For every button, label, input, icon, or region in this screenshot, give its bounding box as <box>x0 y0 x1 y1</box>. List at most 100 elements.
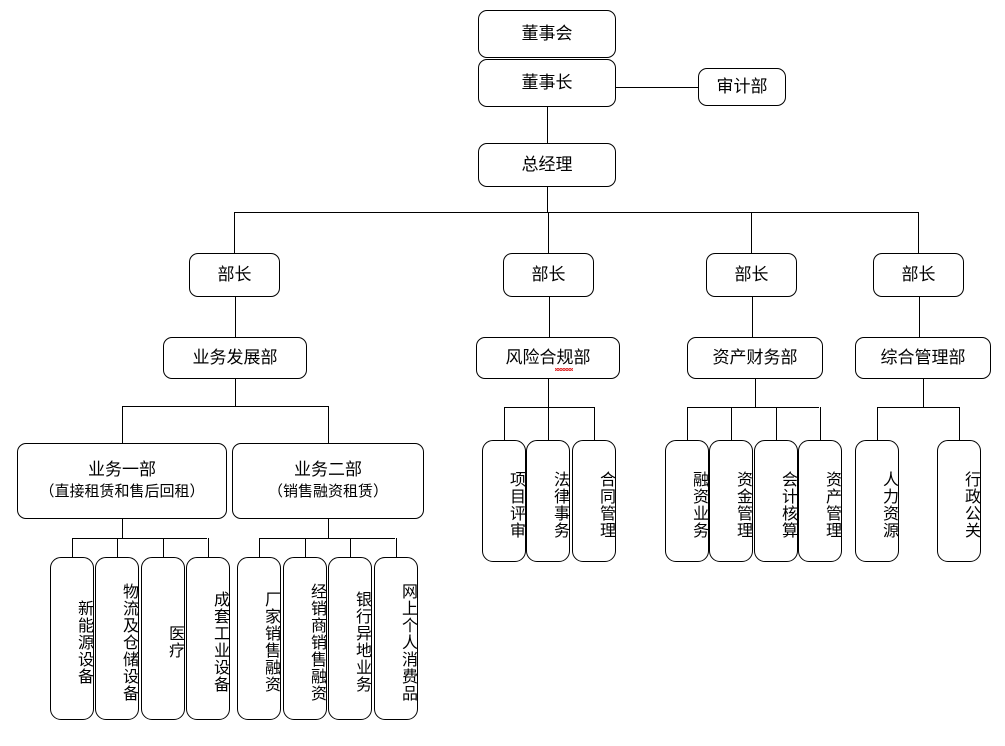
node-leaf-label: 项目评审 <box>507 470 524 539</box>
node-board-of-directors-label: 董事会 <box>521 24 573 44</box>
node-department-head-label: 部长 <box>901 265 936 285</box>
node-leaf-0-0[interactable]: 新能源设备 <box>50 557 94 720</box>
connector-vertical <box>548 212 549 253</box>
node-department-label: 业务发展部 <box>192 348 278 368</box>
connector-horizontal <box>234 212 918 213</box>
connector-vertical <box>548 407 549 440</box>
node-leaf-label: 资产管理 <box>823 470 840 539</box>
connector-vertical <box>918 297 920 337</box>
node-general-manager[interactable]: 总经理 <box>478 143 616 187</box>
connector-vertical <box>122 519 123 538</box>
connector-vertical <box>547 187 548 212</box>
node-department-head-label: 部长 <box>217 265 252 285</box>
node-business-unit-subtitle: （直接租赁和售后回租） <box>39 484 205 501</box>
node-leaf-3-1[interactable]: 资金管理 <box>709 440 753 562</box>
connector-vertical <box>235 379 236 406</box>
connector-vertical <box>208 538 209 557</box>
connector-vertical <box>923 379 924 407</box>
connector-vertical <box>72 538 73 557</box>
node-general-manager-label: 总经理 <box>521 155 573 175</box>
connector-vertical <box>396 538 397 557</box>
node-leaf-label: 资金管理 <box>734 470 751 539</box>
node-leaf-3-3[interactable]: 资产管理 <box>798 440 842 562</box>
connector-vertical <box>259 538 260 557</box>
connector-vertical <box>305 538 306 557</box>
node-leaf-1-3[interactable]: 网上个人消费品 <box>374 557 418 720</box>
connector-horizontal <box>877 407 959 408</box>
node-leaf-4-0[interactable]: 人力资源 <box>855 440 899 562</box>
connector-horizontal <box>72 538 207 539</box>
node-leaf-0-1[interactable]: 物流及仓储设备 <box>95 557 139 720</box>
connector-horizontal <box>122 406 328 407</box>
connector-vertical <box>234 212 235 253</box>
node-department-label: 综合管理部 <box>880 348 966 368</box>
node-leaf-label: 会计核算 <box>779 470 796 539</box>
node-audit-department-label: 审计部 <box>716 77 768 97</box>
node-leaf-label: 融资业务 <box>690 470 707 539</box>
node-leaf-1-2[interactable]: 银行异地业务 <box>328 557 372 720</box>
connector-horizontal <box>616 87 698 88</box>
node-leaf-label: 网上个人消费品 <box>399 582 416 702</box>
node-leaf-label: 银行异地业务 <box>353 591 370 693</box>
node-leaf-label: 法律事务 <box>551 470 568 539</box>
node-department-head-3[interactable]: 部长 <box>706 253 797 297</box>
node-department-label: 资产财务部 <box>712 348 798 368</box>
node-leaf-1-1[interactable]: 经销商销售融资 <box>283 557 327 720</box>
node-department-risk-compliance[interactable]: 风险合规部 <box>476 337 620 379</box>
connector-vertical <box>548 379 549 407</box>
node-business-unit-two[interactable]: 业务二部（销售融资租赁） <box>232 443 424 519</box>
node-leaf-label: 人力资源 <box>880 470 897 539</box>
node-chairman[interactable]: 董事长 <box>478 59 616 107</box>
connector-vertical <box>918 212 919 253</box>
connector-vertical <box>504 407 505 440</box>
node-business-unit-one[interactable]: 业务一部 （直接租赁和售后回租） <box>17 443 227 519</box>
connector-vertical <box>594 407 595 440</box>
connector-horizontal <box>504 407 594 408</box>
connector-vertical <box>163 538 164 557</box>
node-leaf-2-1[interactable]: 法律事务 <box>526 440 570 562</box>
node-department-head-4[interactable]: 部长 <box>873 253 964 297</box>
node-chairman-label: 董事长 <box>521 73 573 93</box>
node-department-general-management[interactable]: 综合管理部 <box>855 337 991 379</box>
connector-vertical <box>755 379 756 407</box>
node-business-unit-title: 业务二部 <box>294 460 362 480</box>
spellcheck-underline <box>555 368 573 371</box>
node-leaf-label: 经销商销售融资 <box>308 582 325 702</box>
connector-vertical <box>751 297 753 337</box>
node-leaf-1-0[interactable]: 厂家销售融资 <box>237 557 281 720</box>
connector-vertical <box>328 519 329 538</box>
node-leaf-label: 行政公关 <box>962 470 979 539</box>
connector-vertical <box>751 212 752 253</box>
node-leaf-2-0[interactable]: 项目评审 <box>482 440 526 562</box>
node-audit-department[interactable]: 审计部 <box>698 68 786 106</box>
connector-horizontal <box>259 538 395 539</box>
node-department-label: 风险合规部 <box>505 348 591 368</box>
connector-vertical <box>547 107 548 143</box>
connector-vertical <box>776 407 777 440</box>
node-business-unit-title: 业务一部 <box>88 460 156 480</box>
node-leaf-label: 医疗 <box>166 625 183 659</box>
node-leaf-0-2[interactable]: 医疗 <box>141 557 185 720</box>
connector-vertical <box>117 538 118 557</box>
connector-vertical <box>350 538 351 557</box>
node-leaf-2-2[interactable]: 合同管理 <box>572 440 616 562</box>
node-leaf-4-1[interactable]: 行政公关 <box>937 440 981 562</box>
connector-vertical <box>731 407 732 440</box>
node-department-head-1[interactable]: 部长 <box>189 253 280 297</box>
node-leaf-3-2[interactable]: 会计核算 <box>754 440 798 562</box>
connector-vertical <box>122 406 123 443</box>
node-leaf-label: 合同管理 <box>597 470 614 539</box>
node-department-business-development[interactable]: 业务发展部 <box>163 337 307 379</box>
node-leaf-label: 成套工业设备 <box>211 591 228 693</box>
node-board-of-directors[interactable]: 董事会 <box>478 10 616 58</box>
connector-vertical <box>548 297 550 337</box>
connector-vertical <box>820 407 821 440</box>
node-leaf-3-0[interactable]: 融资业务 <box>665 440 709 562</box>
connector-vertical <box>959 407 960 440</box>
node-department-head-2[interactable]: 部长 <box>503 253 594 297</box>
node-department-asset-finance[interactable]: 资产财务部 <box>687 337 823 379</box>
node-department-head-label: 部长 <box>531 265 566 285</box>
connector-horizontal <box>687 407 819 408</box>
node-leaf-label: 新能源设备 <box>75 599 92 685</box>
node-leaf-0-3[interactable]: 成套工业设备 <box>186 557 230 720</box>
